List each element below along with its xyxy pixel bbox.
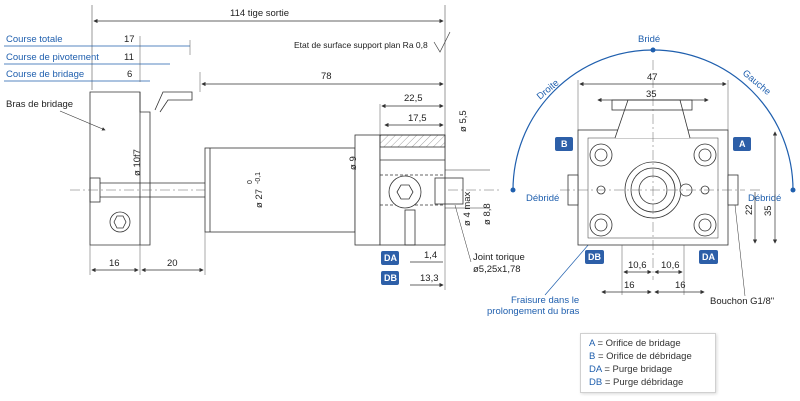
dim-d9: ø 9 <box>348 156 359 170</box>
dim-d8-8: ø 8,8 <box>482 203 493 225</box>
dim-16-a: 16 <box>624 280 635 291</box>
dim-10-6-b: 10,6 <box>661 260 680 271</box>
dim-10-6-a: 10,6 <box>628 260 647 271</box>
dim-16-b: 16 <box>675 280 686 291</box>
fraisure-label-2: prolongement du bras <box>487 306 580 317</box>
course-bridage-label: Course de bridage <box>6 69 84 80</box>
legend-item: DB = Purge débridage <box>589 377 684 388</box>
port-da-front: DA <box>699 250 718 264</box>
joint-size: ø5,25x1,78 <box>473 264 521 275</box>
port-db-side: DB <box>381 271 399 285</box>
bouchon-label: Bouchon G1/8" <box>710 296 774 307</box>
course-totale-label: Course totale <box>6 34 63 45</box>
surface-symbol <box>433 31 451 53</box>
dim-78: 78 <box>321 71 332 82</box>
side-view <box>70 91 500 246</box>
dim-16: 16 <box>109 258 120 269</box>
arm-label: Bras de bridage <box>6 99 73 110</box>
dim-20: 20 <box>167 258 178 269</box>
dim-35-side: 35 <box>763 205 774 216</box>
label-debride-right: Débridé <box>748 193 781 204</box>
course-pivotement-label: Course de pivotement <box>6 52 99 63</box>
dim-22: 22 <box>744 204 755 215</box>
legend-item: B = Orifice de débridage <box>589 351 692 362</box>
port-da-front-label: DA <box>702 252 715 262</box>
course-totale-value: 17 <box>124 34 135 45</box>
top-dimension-label: 114 tige sortie <box>230 8 289 19</box>
dim-22-5: 22,5 <box>404 93 423 104</box>
legend-item: DA = Purge bridage <box>589 364 673 375</box>
port-a-label: A <box>739 139 746 149</box>
dim-d10f7: ø 10f7 <box>132 149 143 176</box>
label-droite: Droite <box>535 78 561 103</box>
label-gauche: Gauche <box>740 68 773 98</box>
dim-35-top: 35 <box>646 89 657 100</box>
surface-note: Etat de surface support plan Ra 0,8 <box>294 40 428 50</box>
dim-d5-5: ø 5,5 <box>458 110 469 132</box>
joint-label: Joint torique <box>473 252 525 263</box>
port-da-side: DA <box>381 251 399 265</box>
dim-d27: ø 27 <box>254 189 265 208</box>
port-db-front: DB <box>585 250 604 264</box>
fraisure-label-1: Fraisure dans le <box>511 295 579 306</box>
dim-d4: ø 4 max <box>462 191 473 226</box>
label-bride: Bridé <box>638 34 660 45</box>
dim-d27-tol-dn: -0,1 <box>255 172 262 184</box>
legend: A = Orifice de bridage B = Orifice de dé… <box>580 333 716 393</box>
label-debride-left: Débridé <box>526 193 559 204</box>
course-table: Course totale 17 Course de pivotement 11… <box>4 34 191 82</box>
dim-17-5: 17,5 <box>408 113 427 124</box>
port-db-side-label: DB <box>384 273 397 283</box>
port-db-front-label: DB <box>588 252 601 262</box>
port-b-label: B <box>561 139 568 149</box>
dim-47: 47 <box>647 72 658 83</box>
front-view: Bridé Droite Gauche Débridé Débridé <box>510 34 796 280</box>
port-b: B <box>555 137 573 151</box>
legend-item: A = Orifice de bridage <box>589 338 681 349</box>
port-a: A <box>733 137 751 151</box>
port-da-side-label: DA <box>384 253 397 263</box>
course-bridage-value: 6 <box>127 69 132 80</box>
dim-d27-tol-up: 0 <box>247 180 254 184</box>
dim-13-3: 13,3 <box>420 273 439 284</box>
course-pivotement-value: 11 <box>124 52 134 63</box>
dim-1-4: 1,4 <box>424 250 437 261</box>
